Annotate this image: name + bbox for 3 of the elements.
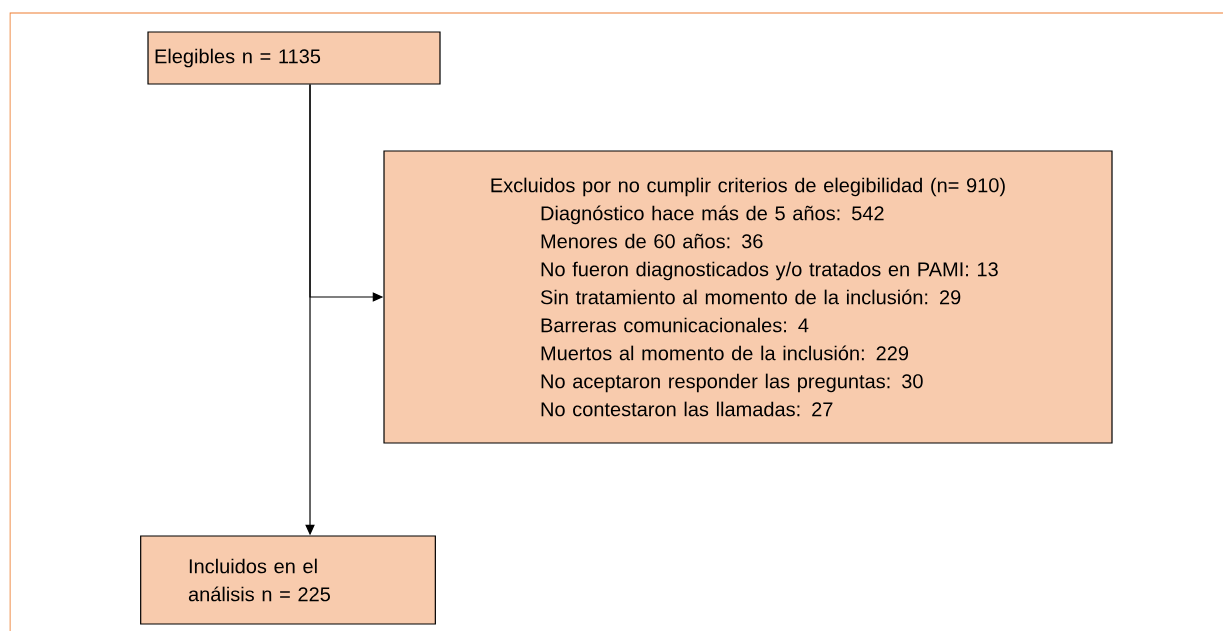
process-box: Elegibles n = 1135 [147, 31, 441, 85]
process-box: Excluidos por no cumplir criterios de elegibilidad (n= 910) Diagnóstico hace más de 5 años: 542 Menores de 60 años: 36 No fueron diagnosticados y/o tratados en PAMI: 13 Sin tratamiento al momento de la inclusión: 29 Barreras comunicacionales: 4 Muertos al momento de la inclusión: 229 No aceptaron responder las preguntas: 30 No contestaron las llamadas: 27 [383, 150, 1113, 444]
process-box: Incluidos en el análisis n = 225 [140, 535, 436, 625]
